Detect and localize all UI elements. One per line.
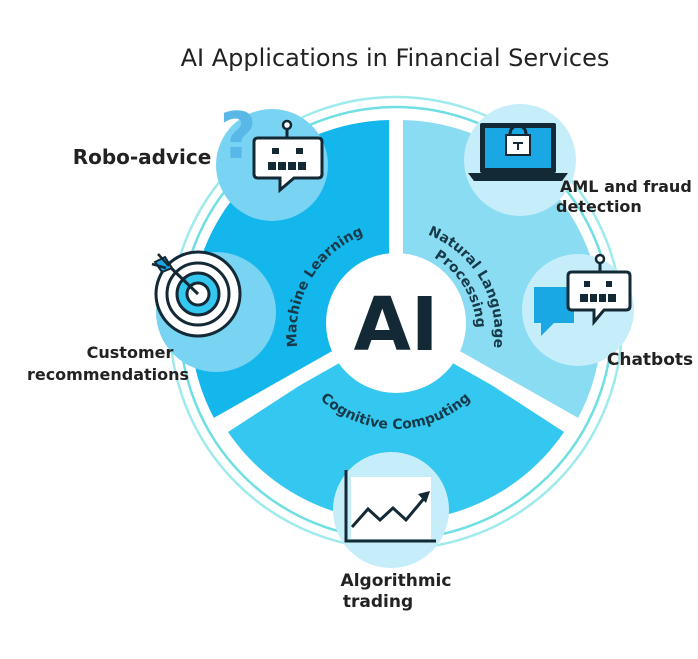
customer-recs-node [151,250,276,372]
svg-text:?: ? [219,100,256,174]
robo-advice-label: Robo-advice [73,145,212,169]
growth-chart-icon [344,470,436,543]
segment-cognitive-computing [228,323,564,522]
customer-recs-label-line2: recommendations [27,365,189,384]
center-ai-label: AI [354,282,439,368]
chatbot-icon [534,253,632,336]
robot-question-icon: ? [219,100,324,194]
target-icon [151,250,242,338]
laptop-lock-icon [468,123,568,181]
robo-advice-node: ? [216,100,328,221]
center-circle [326,253,466,393]
chatbots-label: Chatbots [607,350,693,370]
customer-recs-label-line1: Customer [87,343,174,362]
aml-fraud-node [464,104,576,216]
algo-trading-label-line1: Algorithmic [341,571,452,591]
chatbots-node [522,253,634,366]
algo-trading-label-line2: trading [343,592,413,612]
aml-fraud-label-line1: AML and fraud [560,177,692,196]
aml-fraud-label-line2: detection [556,197,642,216]
algo-trading-node [333,452,449,568]
diagram-title: AI Applications in Financial Services [180,44,610,72]
